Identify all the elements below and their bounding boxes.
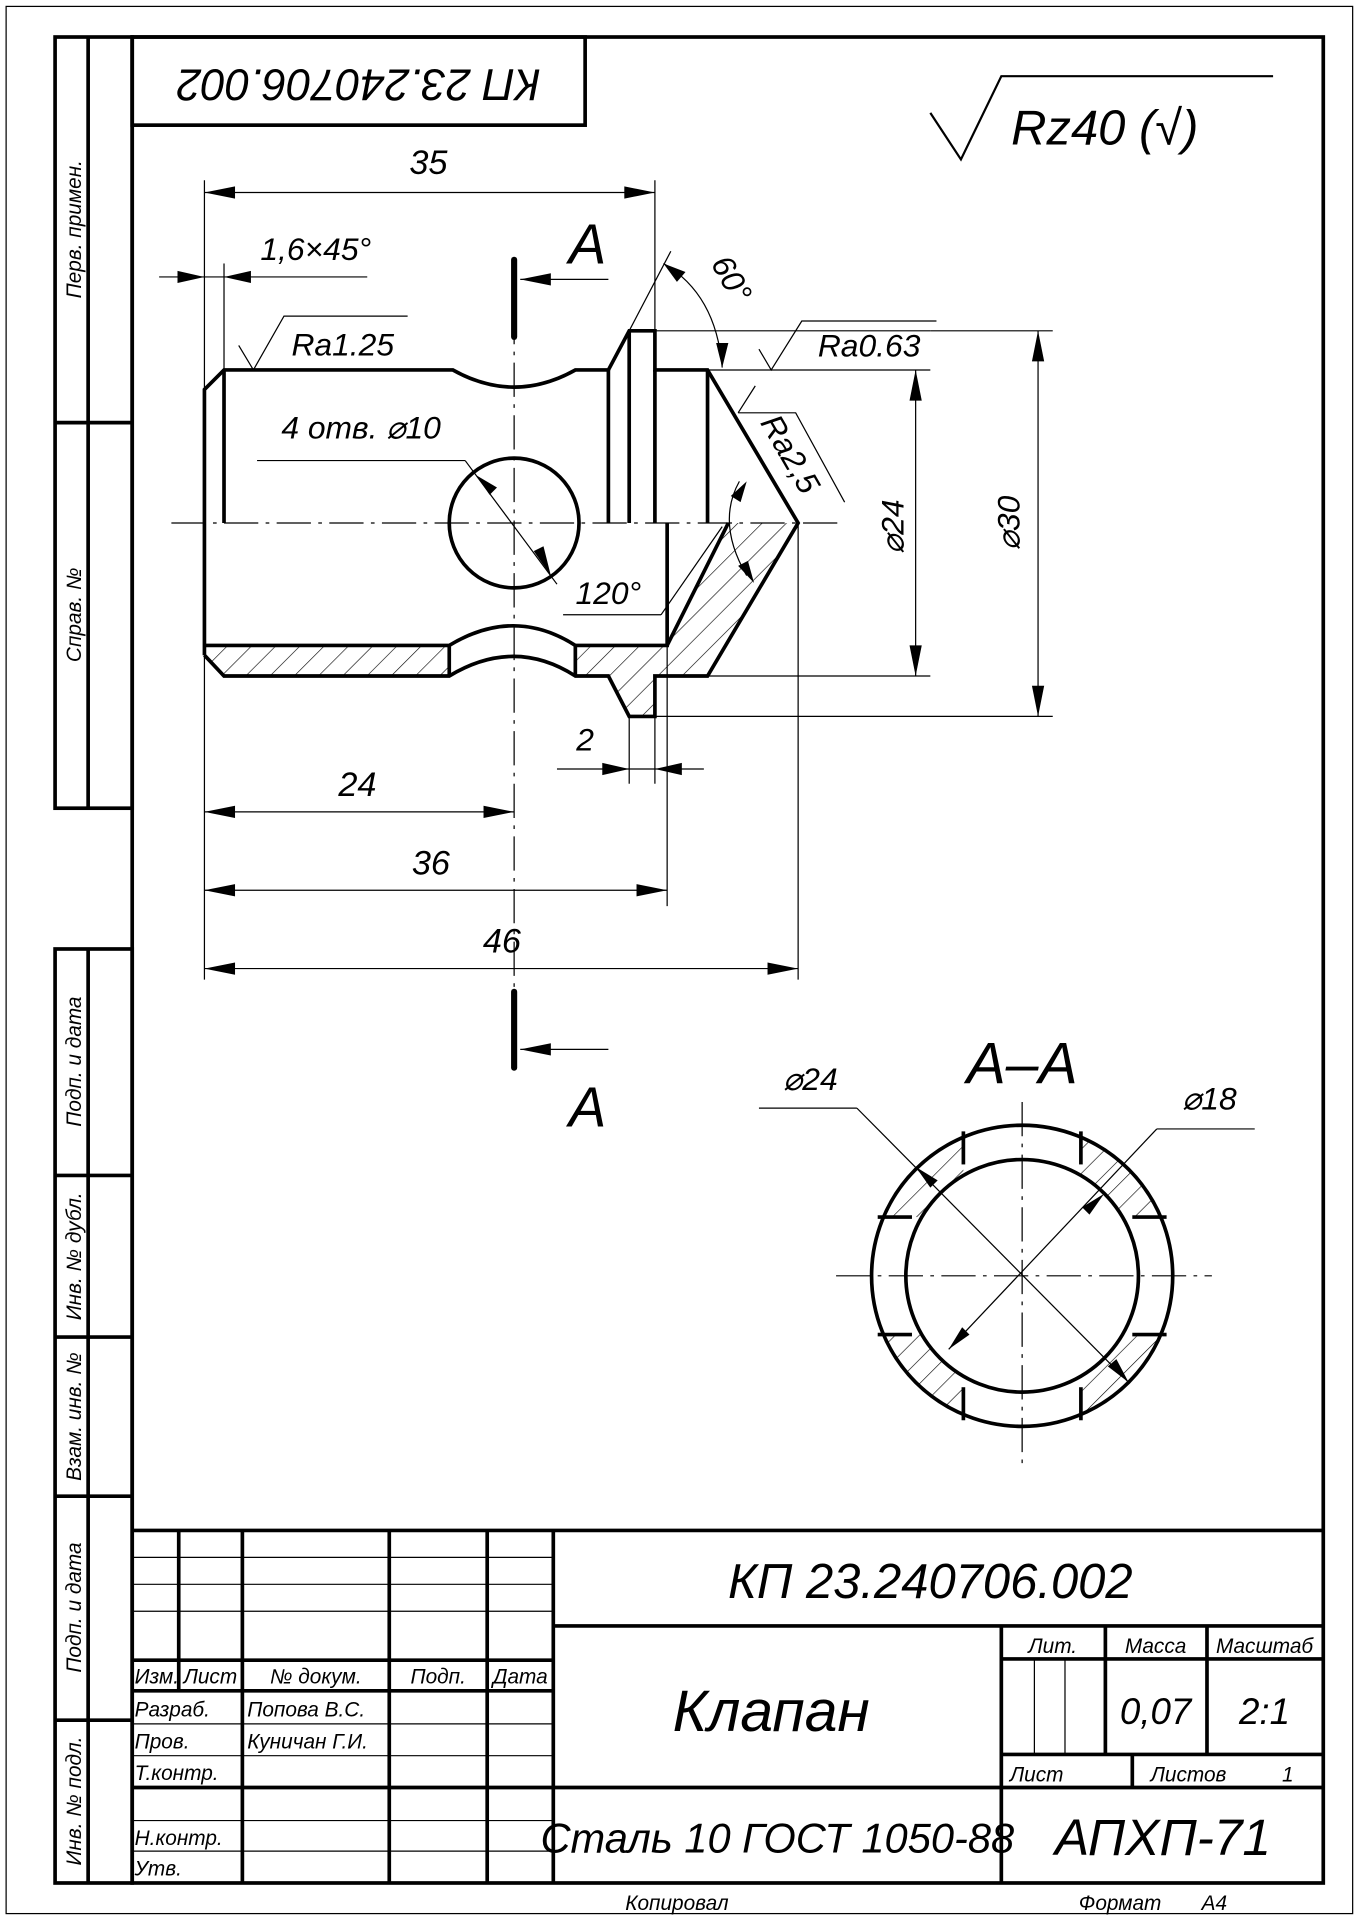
code-stamp-box: [130, 35, 587, 127]
dimensions: 35 1,6×45° Ra1.25 60° Ra0.63 Ra2,5 4 отв…: [159, 144, 1053, 980]
format-label: Формат: [1079, 1892, 1162, 1915]
section-dia-24: ⌀24: [783, 1061, 838, 1097]
dim-24: 24: [337, 766, 376, 804]
role-razrab: Разраб.: [135, 1699, 210, 1722]
left-strip: Перв. примен. Справ. № Подп. и дата Инв.…: [53, 35, 135, 1885]
sheet-edge: [5, 5, 1354, 1915]
strip-perv-primen: Перв. примен.: [63, 160, 86, 298]
strip-sprav-no: Справ. №: [63, 568, 86, 663]
code-stamp: КП 23.240706.002: [177, 59, 541, 108]
header-izm: Изм.: [135, 1665, 179, 1688]
dim-46: 46: [483, 923, 522, 961]
role-tkontr: Т.контр.: [135, 1762, 219, 1785]
mass-value: 0,07: [1120, 1691, 1193, 1732]
mass-label: Масса: [1125, 1635, 1187, 1658]
dim-chamfer: 1,6×45°: [260, 231, 371, 267]
strip-podp-data-2: Подп. и дата: [63, 1542, 86, 1672]
dim-dia-30: ⌀30: [991, 495, 1027, 550]
section-title: A–A: [964, 1032, 1078, 1097]
header-doc: № докум.: [270, 1665, 362, 1688]
roughness-ra25: Ra2,5: [754, 408, 828, 500]
role-nkontr: Н.контр.: [135, 1827, 223, 1850]
header-list: Лист: [182, 1665, 238, 1688]
designation: КП 23.240706.002: [728, 1555, 1133, 1609]
section-marker-bottom: A: [511, 988, 609, 1138]
name-razrab: Попова В.С.: [247, 1699, 365, 1722]
sheets-label: Листов: [1149, 1763, 1227, 1786]
dim-angle-120: 120°: [575, 575, 641, 611]
strip-inv-dubl: Инв. № дубл.: [63, 1192, 86, 1320]
general-roughness: Rz40 (√): [929, 75, 1274, 162]
part-name: Клапан: [673, 1679, 870, 1744]
material: Сталь 10 ГОСТ 1050-88: [540, 1814, 1014, 1861]
title-block: Изм. Лист № докум. Подп. Дата Разраб. По…: [132, 1528, 1324, 1915]
dim-35: 35: [409, 144, 448, 182]
sheet-label: Лист: [1008, 1763, 1064, 1786]
section-dia-18: ⌀18: [1182, 1080, 1237, 1116]
part-main-view: [171, 257, 845, 1054]
lit-label: Лит.: [1026, 1635, 1077, 1658]
dim-2: 2: [575, 722, 594, 758]
roughness-general-label: Rz40 (√): [1011, 102, 1198, 156]
copied-label: Копировал: [625, 1892, 729, 1915]
strip-vzam-inv: Взам. инв. №: [63, 1352, 86, 1481]
dim-36: 36: [412, 844, 451, 882]
note-holes: 4 отв. ⌀10: [281, 410, 441, 446]
roughness-ra063: Ra0.63: [818, 328, 921, 364]
section-letter-bottom: A: [566, 1075, 607, 1138]
roughness-ra125: Ra1.25: [291, 326, 394, 362]
role-utv: Утв.: [134, 1858, 182, 1881]
section-letter-top: A: [566, 212, 607, 275]
dim-dia-24: ⌀24: [874, 499, 910, 554]
section-a-a: A–A ⌀24 ⌀18: [758, 1032, 1255, 1464]
section-marker-top: A: [511, 212, 609, 340]
header-date: Дата: [491, 1665, 548, 1688]
header-podp: Подп.: [411, 1665, 466, 1688]
role-prov: Пров.: [135, 1730, 190, 1753]
dim-angle-60: 60°: [704, 249, 759, 309]
sheets-value: 1: [1282, 1763, 1294, 1786]
name-prov: Куничан Г.И.: [247, 1730, 368, 1753]
scale-value: 2:1: [1238, 1691, 1290, 1732]
strip-inv-podl: Инв. № подл.: [63, 1736, 86, 1865]
scale-label: Масштаб: [1216, 1635, 1314, 1658]
strip-podp-data-1: Подп. и дата: [63, 997, 86, 1127]
organization: АПХП-71: [1052, 1808, 1271, 1866]
format-value: А4: [1200, 1892, 1227, 1915]
